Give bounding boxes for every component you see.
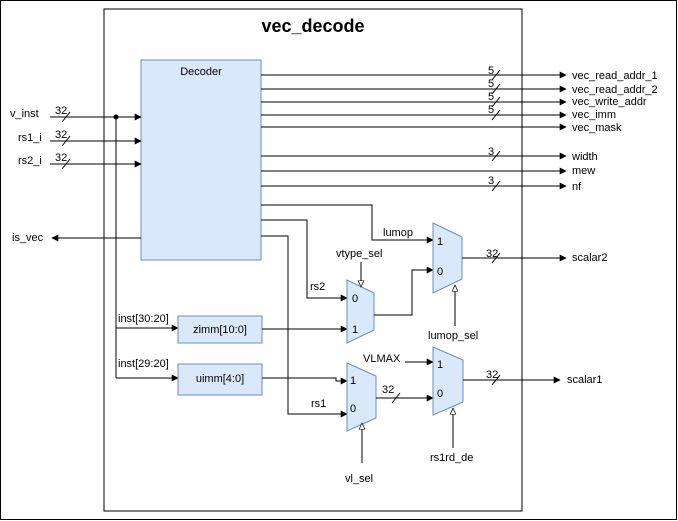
width-label: width xyxy=(571,151,598,163)
bus-mark-vec-read-addr-1 xyxy=(491,69,501,81)
bus-mark-vec-write-addr xyxy=(491,96,501,108)
mux-lumop-in1: 1 xyxy=(437,236,443,248)
rs2-label: rs2 xyxy=(310,281,325,293)
decoder-block xyxy=(140,59,262,261)
bus-mark-rs2-i xyxy=(61,158,71,170)
vec-imm-width: 5 xyxy=(488,104,494,116)
inst-29-20-label: inst[29:20] xyxy=(118,358,169,370)
nf-width: 3 xyxy=(488,175,494,187)
bus-mark-vec-read-addr-2 xyxy=(491,83,501,95)
mew-label: mew xyxy=(572,165,595,177)
mux-rs1rd xyxy=(432,346,464,416)
mux-lumop xyxy=(432,222,463,294)
rs2-i-width: 32 xyxy=(55,152,67,164)
scalar2-label: scalar2 xyxy=(572,252,607,264)
bus-mark-scalar2 xyxy=(491,252,501,264)
mux-vl-in1: 1 xyxy=(350,375,356,387)
vtype-sel-label: vtype_sel xyxy=(336,248,382,260)
bus-mark-v-inst xyxy=(61,111,71,123)
vec-read-addr-1-label: vec_read_addr_1 xyxy=(572,70,658,82)
vec-write-addr-width: 5 xyxy=(488,91,494,103)
bus-mark-nf xyxy=(491,180,501,192)
mux-vtype-in1: 1 xyxy=(352,324,358,336)
bus-mark-width xyxy=(491,150,501,162)
bus-mark-vl-out xyxy=(391,392,401,404)
decoder-label: Decoder xyxy=(180,66,222,78)
mux-rs1rd-in1: 1 xyxy=(437,359,443,371)
vec-mask-label: vec_mask xyxy=(572,122,622,134)
lumop-label: lumop xyxy=(383,227,413,239)
lumop-sel-label: lumop_sel xyxy=(428,330,478,342)
zimm-label: zimm[10:0] xyxy=(193,324,247,336)
mux-vl xyxy=(346,362,377,432)
uimm-block xyxy=(177,363,263,396)
mux-vl-in0: 0 xyxy=(350,403,356,415)
inst-30-20-label: inst[30:20] xyxy=(118,313,169,325)
scalar1-width: 32 xyxy=(486,369,498,381)
mux-vtype-in0: 0 xyxy=(352,293,358,305)
uimm-label: uimm[4:0] xyxy=(196,373,244,385)
nf-label: nf xyxy=(572,181,582,193)
rs1-i-width: 32 xyxy=(55,129,67,141)
wire-lumop xyxy=(261,204,434,244)
vec-read-addr-2-width: 5 xyxy=(488,78,494,90)
wire-vtype-to-lumop xyxy=(374,266,434,316)
rs2-i-label: rs2_i xyxy=(18,155,42,167)
is-vec-label: is_vec xyxy=(12,232,44,244)
vl-out-width: 32 xyxy=(382,384,394,396)
vec-read-addr-1-width: 5 xyxy=(488,65,494,77)
rs1-i-label: rs1_i xyxy=(18,132,42,144)
mux-lumop-in0: 0 xyxy=(437,266,443,278)
scalar2-width: 32 xyxy=(486,248,498,260)
mux-vtype xyxy=(346,279,375,344)
v-inst-label: v_inst xyxy=(10,108,39,120)
vec-read-addr-2-label: vec_read_addr_2 xyxy=(572,84,658,96)
module-title: vec_decode xyxy=(261,16,364,36)
bus-mark-rs1-i xyxy=(61,135,71,147)
v-inst-width: 32 xyxy=(55,105,67,117)
wire-uimm-mux xyxy=(262,377,348,385)
width-width: 3 xyxy=(488,146,494,158)
rs1-label: rs1 xyxy=(311,398,326,410)
scalar1-label: scalar1 xyxy=(567,374,602,386)
vl-sel-label: vl_sel xyxy=(345,473,373,485)
wire-rs2 xyxy=(261,219,348,302)
bus-mark-vec-imm xyxy=(491,109,501,121)
vec-imm-label: vec_imm xyxy=(572,109,616,121)
wire-rs1 xyxy=(261,235,348,418)
vlmax-label: VLMAX xyxy=(363,353,401,365)
vec-write-addr-label: vec_write_addr xyxy=(572,96,647,108)
bus-mark-scalar1 xyxy=(491,374,501,386)
rs1rd-de-label: rs1rd_de xyxy=(430,452,473,464)
mux-rs1rd-in0: 0 xyxy=(437,388,443,400)
